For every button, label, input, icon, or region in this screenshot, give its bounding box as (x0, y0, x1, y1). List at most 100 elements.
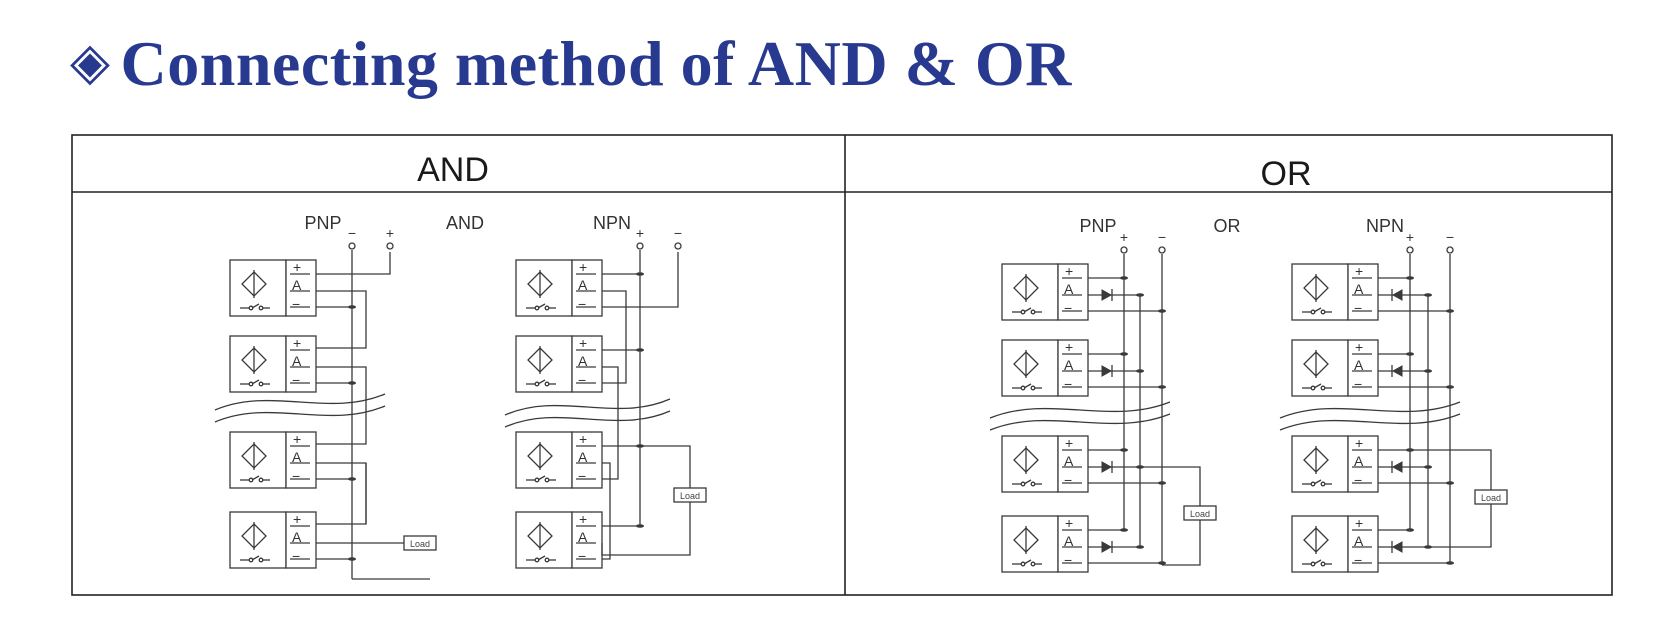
pin-plus-label: + (1065, 263, 1073, 279)
wire (601, 502, 691, 556)
supply-symbol: − (674, 225, 682, 241)
switch-icon (1023, 479, 1032, 485)
sensor-body (1291, 515, 1349, 573)
switch-icon (1313, 559, 1322, 565)
switch-icon (251, 303, 260, 309)
break-wave-icon (1279, 401, 1461, 419)
wire (316, 252, 391, 275)
diode-icon (1391, 365, 1403, 377)
or-operator-label: OR (1214, 216, 1241, 236)
sensor-body (1001, 515, 1059, 573)
diode-icon (1101, 541, 1113, 553)
pin-plus-label: + (293, 431, 301, 447)
switch-icon (1030, 385, 1036, 391)
switch-icon (1030, 309, 1036, 315)
supply-symbol: + (1406, 229, 1414, 245)
load-label: Load (1190, 509, 1210, 519)
sensor-body (1291, 435, 1349, 493)
wire (640, 445, 691, 488)
sensor-body (1001, 263, 1059, 321)
diode-icon (1101, 461, 1113, 473)
break-wave-icon (504, 410, 671, 428)
break-wave-icon (214, 393, 386, 411)
pin-plus-label: + (579, 511, 587, 527)
junction-dot (348, 381, 356, 385)
switch-icon (544, 305, 550, 311)
pin-plus-label: + (293, 259, 301, 275)
or-pnp-label: PNP (1079, 216, 1116, 236)
or-npn-label: NPN (1366, 216, 1404, 236)
switch-icon (1030, 481, 1036, 487)
pin-minus-label: − (1064, 300, 1072, 316)
pin-signal-label: A (578, 529, 588, 545)
load-label: Load (680, 491, 700, 501)
junction-dot (636, 524, 644, 528)
pin-minus-label: − (292, 548, 300, 564)
diode-icon (1391, 541, 1403, 553)
sensor-body (515, 259, 573, 317)
junction-dot (1406, 528, 1414, 532)
sensor-body (1291, 263, 1349, 321)
pin-signal-label: A (1354, 453, 1364, 469)
wire (602, 462, 611, 560)
wire (602, 252, 679, 308)
diode-icon (1391, 461, 1403, 473)
proximity-sensor: +A− (515, 259, 603, 317)
or-column-header: OR (1261, 155, 1312, 193)
pin-plus-label: + (579, 431, 587, 447)
supply-symbol: + (386, 225, 394, 241)
terminal (1446, 246, 1454, 254)
junction-dot (1446, 309, 1454, 313)
pin-signal-label: A (1064, 357, 1074, 373)
diode-icon (1101, 365, 1113, 377)
break-wave-icon (989, 413, 1171, 431)
proximity-sensor: +A− (229, 335, 317, 393)
proximity-sensor: +A− (1001, 263, 1089, 321)
junction-dot (636, 272, 644, 276)
break-wave-icon (214, 405, 386, 423)
terminal (1158, 246, 1166, 254)
switch-icon (1320, 561, 1326, 567)
wire (602, 366, 619, 480)
pin-minus-label: − (578, 548, 586, 564)
pin-minus-label: − (1064, 472, 1072, 488)
junction-dot (1158, 309, 1166, 313)
junction-dot (1446, 561, 1454, 565)
junction-dot (348, 477, 356, 481)
load-label: Load (410, 539, 430, 549)
proximity-sensor: +A− (1291, 435, 1379, 493)
proximity-sensor: +A− (229, 259, 317, 317)
terminal (674, 242, 682, 250)
terminal (348, 242, 356, 250)
supply-symbol: + (636, 225, 644, 241)
and-pnp-label: PNP (304, 213, 341, 233)
proximity-sensor: +A− (229, 431, 317, 489)
switch-icon (544, 381, 550, 387)
supply-symbol: − (1158, 229, 1166, 245)
junction-dot (1120, 276, 1128, 280)
sensor-body (515, 431, 573, 489)
pin-minus-label: − (292, 372, 300, 388)
junction-dot (1406, 276, 1414, 280)
junction-dot (1446, 481, 1454, 485)
proximity-sensor: +A− (1001, 339, 1089, 397)
junction-dot (1120, 352, 1128, 356)
pin-signal-label: A (1064, 533, 1074, 549)
switch-icon (1030, 561, 1036, 567)
junction-dot (1120, 448, 1128, 452)
load-label: Load (1481, 493, 1501, 503)
page-title: ◈Connecting method of AND & OR (70, 18, 1072, 108)
wire (1162, 520, 1201, 566)
supply-symbol: − (348, 225, 356, 241)
proximity-sensor: +A− (1001, 515, 1089, 573)
switch-icon (537, 379, 546, 385)
pin-minus-label: − (1354, 472, 1362, 488)
load-box (403, 535, 437, 551)
switch-icon (544, 477, 550, 483)
page-title-text: Connecting method of AND & OR (120, 28, 1072, 99)
terminal (1120, 246, 1128, 254)
pin-signal-label: A (292, 353, 302, 369)
break-wave-icon (1279, 413, 1461, 431)
supply-symbol: − (1446, 229, 1454, 245)
